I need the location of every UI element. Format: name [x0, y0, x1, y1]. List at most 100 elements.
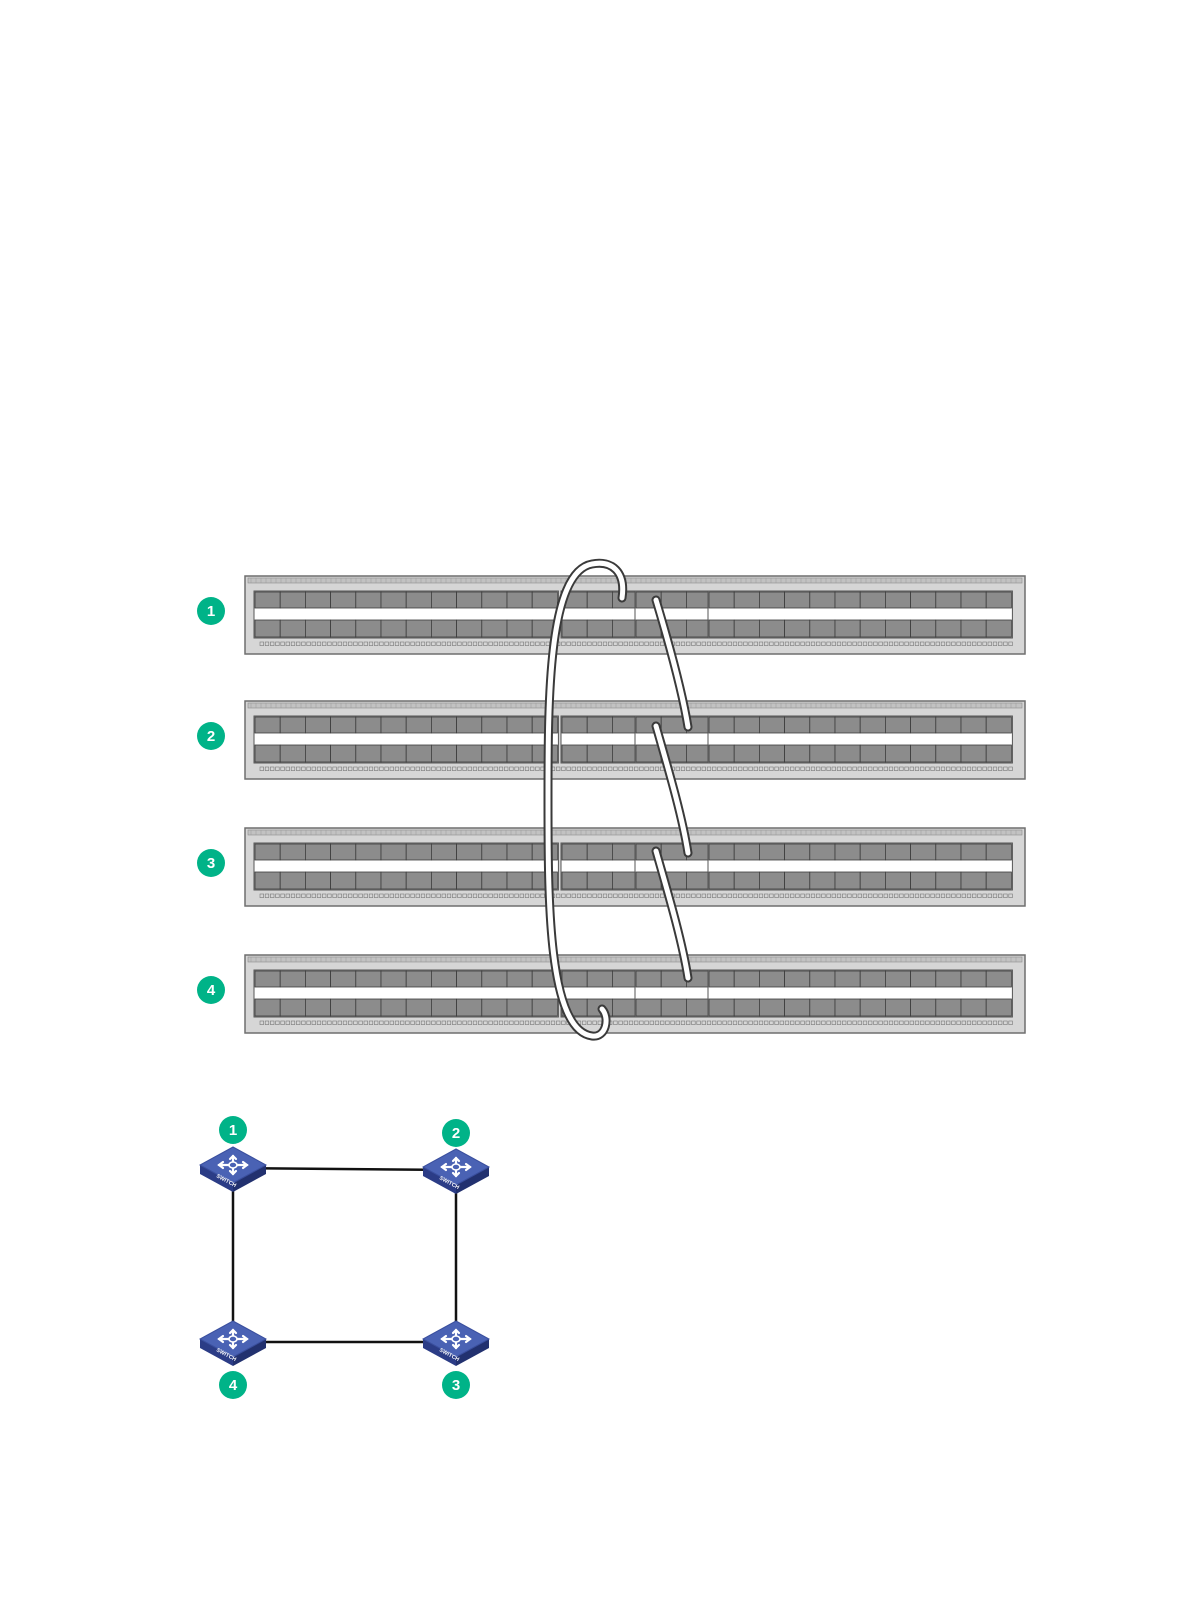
port-lower: [255, 999, 280, 1016]
port-upper: [612, 971, 637, 987]
port-upper: [381, 717, 406, 733]
port-lower: [885, 999, 910, 1016]
port-upper: [457, 971, 482, 987]
port-upper: [305, 971, 330, 987]
port-lower: [457, 999, 482, 1016]
port-upper: [356, 971, 381, 987]
port-lower: [381, 745, 406, 762]
port-lower: [961, 999, 986, 1016]
port-upper: [305, 717, 330, 733]
port-upper: [860, 971, 885, 987]
port-lower: [961, 872, 986, 889]
port-lower: [280, 745, 305, 762]
port-upper: [507, 844, 532, 860]
port-lower: [835, 872, 860, 889]
port-lower: [431, 745, 456, 762]
port-lower: [885, 872, 910, 889]
chassis-badge-3: 3: [197, 849, 225, 877]
port-lower: [482, 620, 507, 637]
port-lower: [860, 999, 885, 1016]
port-lower: [860, 620, 885, 637]
topology-badge-4: 4: [219, 1371, 247, 1399]
port-lower: [612, 620, 637, 637]
port-upper: [356, 592, 381, 608]
port-upper: [612, 844, 637, 860]
port-lower: [280, 872, 305, 889]
port-upper: [587, 717, 612, 733]
port-lower: [562, 745, 587, 762]
port-upper: [305, 592, 330, 608]
port-lower: [356, 620, 381, 637]
port-lower: [911, 872, 936, 889]
port-lower: [280, 620, 305, 637]
port-lower: [381, 872, 406, 889]
port-lower: [562, 620, 587, 637]
switch-2: SWITCH: [423, 1149, 489, 1194]
port-lower: [482, 745, 507, 762]
switch-center-ring: [452, 1164, 460, 1170]
port-lower: [612, 745, 637, 762]
port-upper: [860, 717, 885, 733]
chassis-2: 2: [197, 701, 1025, 779]
port-lower: [709, 620, 734, 637]
switch-1: SWITCH: [200, 1147, 266, 1192]
port-lower: [305, 999, 330, 1016]
port-upper: [661, 592, 686, 608]
chassis-badge-2: 2: [197, 722, 225, 750]
port-lower: [911, 999, 936, 1016]
port-lower: [305, 872, 330, 889]
port-lower: [835, 620, 860, 637]
switch-center-ring: [452, 1336, 460, 1342]
port-upper: [885, 717, 910, 733]
port-upper: [810, 592, 835, 608]
port-lower: [457, 745, 482, 762]
port-upper: [986, 971, 1011, 987]
port-upper: [381, 844, 406, 860]
port-upper: [255, 717, 280, 733]
port-lower: [305, 745, 330, 762]
port-upper: [431, 844, 456, 860]
port-lower: [734, 999, 759, 1016]
ring-topology: SWITCH1SWITCH2SWITCH3SWITCH4: [200, 1116, 489, 1399]
port-upper: [507, 592, 532, 608]
port-upper: [911, 971, 936, 987]
port-lower: [356, 999, 381, 1016]
port-upper: [406, 592, 431, 608]
port-lower: [911, 745, 936, 762]
port-upper: [356, 844, 381, 860]
port-lower: [810, 620, 835, 637]
port-upper: [457, 844, 482, 860]
port-upper: [356, 717, 381, 733]
port-upper: [986, 592, 1011, 608]
port-upper: [661, 971, 686, 987]
port-upper: [734, 717, 759, 733]
port-upper: [331, 592, 356, 608]
badge-label: 1: [207, 603, 215, 620]
port-lower: [986, 745, 1011, 762]
port-upper: [759, 592, 784, 608]
port-upper: [961, 844, 986, 860]
port-upper: [810, 844, 835, 860]
port-lower: [587, 872, 612, 889]
port-upper: [532, 592, 557, 608]
port-lower: [431, 872, 456, 889]
port-lower: [406, 745, 431, 762]
port-upper: [280, 592, 305, 608]
port-upper: [406, 844, 431, 860]
port-upper: [936, 717, 961, 733]
chassis-3: 3: [197, 828, 1025, 906]
port-lower: [507, 745, 532, 762]
port-upper: [255, 844, 280, 860]
port-lower: [860, 745, 885, 762]
chassis-badge-1: 1: [197, 597, 225, 625]
port-lower: [587, 620, 612, 637]
badge-label: 3: [207, 855, 215, 872]
port-lower: [331, 872, 356, 889]
badge-label: 3: [452, 1377, 460, 1394]
port-lower: [406, 999, 431, 1016]
port-lower: [785, 620, 810, 637]
port-upper: [936, 844, 961, 860]
port-upper: [482, 592, 507, 608]
port-lower: [587, 745, 612, 762]
port-lower: [734, 620, 759, 637]
